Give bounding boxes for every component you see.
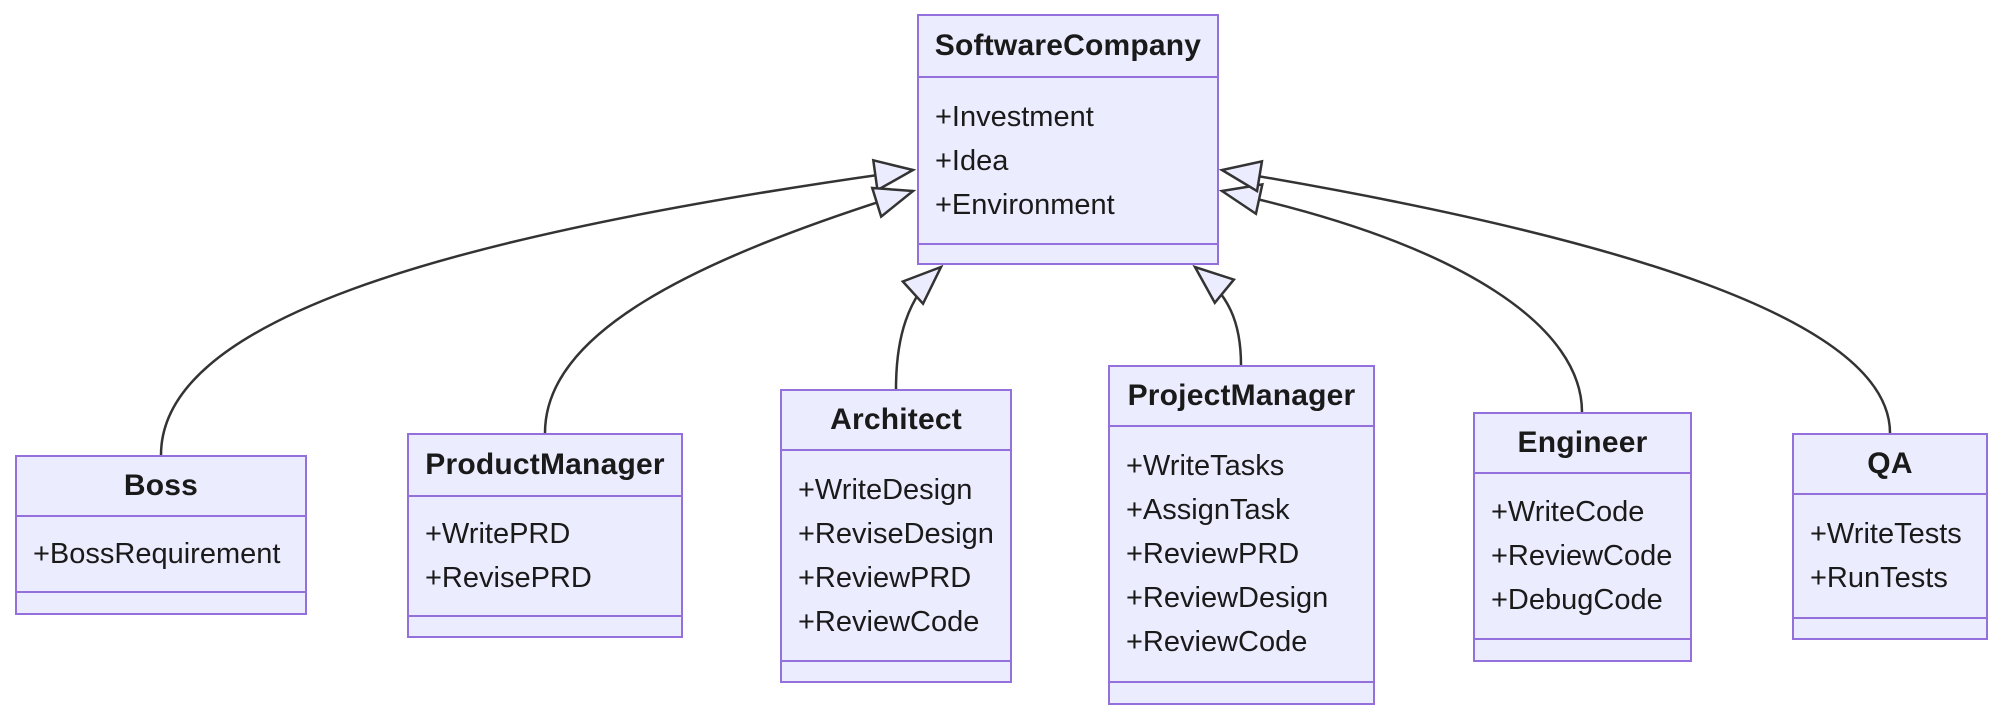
class-projectmanager-methods-empty	[1110, 681, 1373, 703]
class-engineer-attributes: +WriteCode +ReviewCode +DebugCode	[1475, 474, 1690, 638]
class-boss: Boss +BossRequirement	[15, 455, 307, 615]
edge-architect-inherits-softwarecompany	[894, 264, 944, 390]
class-attribute: +Environment	[935, 188, 1115, 221]
class-attribute: +WriteTasks	[1126, 450, 1285, 482]
class-boss-title: Boss	[17, 457, 305, 517]
class-attribute: +WriteCode	[1491, 496, 1645, 528]
class-softwarecompany: SoftwareCompany +Investment +Idea +Envir…	[917, 14, 1219, 265]
class-boss-methods-empty	[17, 591, 305, 613]
class-attribute: +DebugCode	[1491, 584, 1663, 616]
class-attribute: +ReviewPRD	[798, 561, 972, 594]
class-attribute: +ReviewCode	[1491, 540, 1673, 572]
class-attribute: +WriteDesign	[798, 473, 973, 506]
edge-qa-inherits-softwarecompany	[1218, 159, 1892, 434]
class-attribute: +Investment	[935, 100, 1094, 133]
class-productmanager: ProductManager +WritePRD +RevisePRD	[407, 433, 683, 638]
class-engineer: Engineer +WriteCode +ReviewCode +DebugCo…	[1473, 412, 1692, 662]
class-attribute: +ReviewDesign	[1126, 582, 1329, 614]
edge-productmanager-inherits-softwarecompany	[543, 186, 917, 434]
class-attribute: +ReviseDesign	[798, 517, 994, 550]
class-productmanager-attributes: +WritePRD +RevisePRD	[409, 497, 681, 615]
class-attribute: +ReviewCode	[1126, 626, 1308, 658]
edge-boss-inherits-softwarecompany	[159, 158, 917, 456]
class-attribute: +Idea	[935, 144, 1009, 177]
class-qa-title: QA	[1794, 435, 1986, 495]
class-qa-attributes: +WriteTests +RunTests	[1794, 495, 1986, 617]
class-boss-attributes: +BossRequirement	[17, 517, 305, 591]
edge-projectmanager-inherits-softwarecompany	[1192, 264, 1243, 366]
edge-engineer-inherits-softwarecompany	[1218, 182, 1584, 413]
class-attribute: +AssignTask	[1126, 494, 1290, 526]
class-attribute: +RevisePRD	[425, 562, 592, 594]
class-architect-attributes: +WriteDesign +ReviseDesign +ReviewPRD +R…	[782, 451, 1010, 660]
class-productmanager-title: ProductManager	[409, 435, 681, 497]
class-attribute: +WriteTests	[1810, 518, 1962, 550]
class-architect-methods-empty	[782, 660, 1010, 681]
class-attribute: +ReviewCode	[798, 605, 980, 638]
class-softwarecompany-methods-empty	[919, 243, 1217, 263]
class-softwarecompany-attributes: +Investment +Idea +Environment	[919, 78, 1217, 243]
class-projectmanager-title: ProjectManager	[1110, 367, 1373, 427]
class-qa: QA +WriteTests +RunTests	[1792, 433, 1988, 640]
class-projectmanager: ProjectManager +WriteTasks +AssignTask +…	[1108, 365, 1375, 705]
class-attribute: +ReviewPRD	[1126, 538, 1300, 570]
class-softwarecompany-title: SoftwareCompany	[919, 16, 1217, 78]
class-engineer-title: Engineer	[1475, 414, 1690, 474]
class-attribute: +RunTests	[1810, 562, 1948, 594]
class-attribute: +WritePRD	[425, 518, 571, 550]
class-architect-title: Architect	[782, 391, 1010, 451]
class-projectmanager-attributes: +WriteTasks +AssignTask +ReviewPRD +Revi…	[1110, 427, 1373, 681]
class-attribute: +BossRequirement	[33, 538, 281, 570]
class-productmanager-methods-empty	[409, 615, 681, 636]
class-engineer-methods-empty	[1475, 638, 1690, 660]
class-qa-methods-empty	[1794, 617, 1986, 638]
class-architect: Architect +WriteDesign +ReviseDesign +Re…	[780, 389, 1012, 683]
